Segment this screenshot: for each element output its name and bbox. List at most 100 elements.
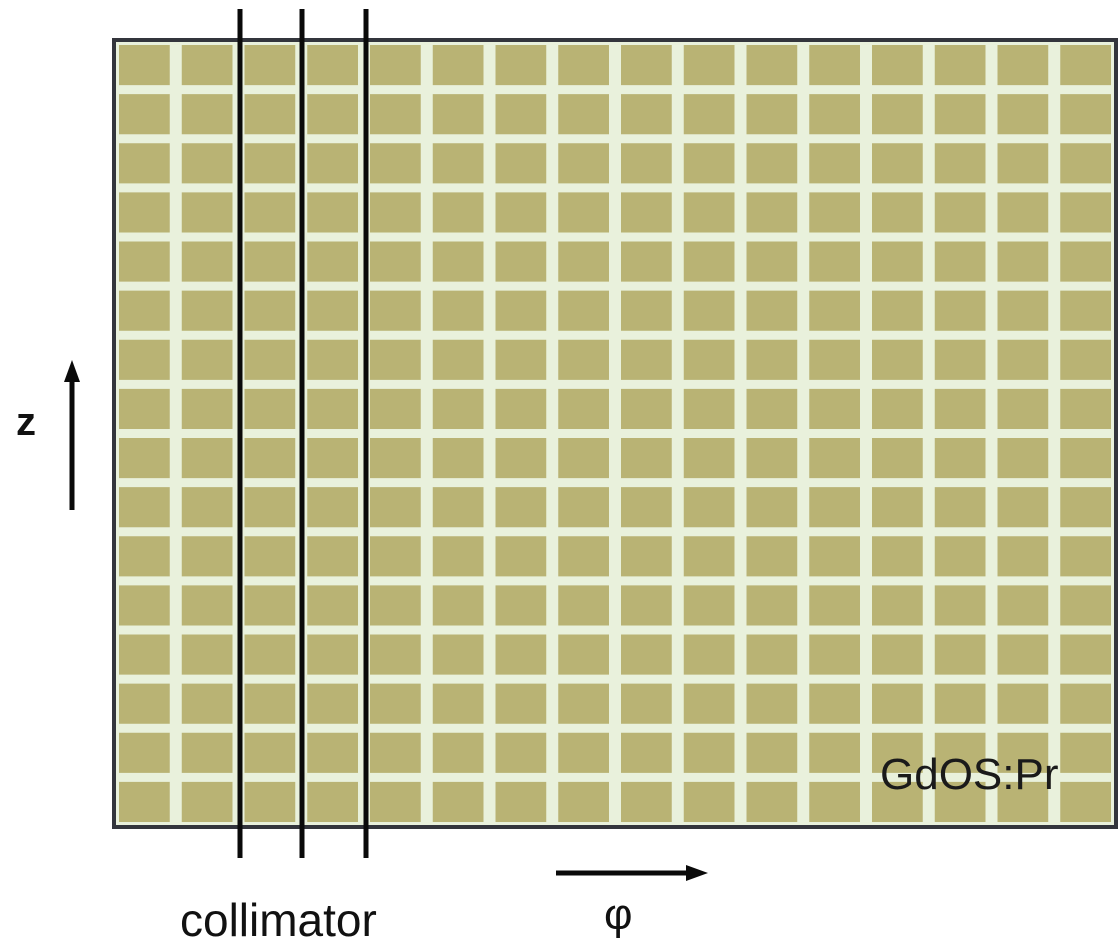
detector-pixel xyxy=(307,683,358,724)
detector-pixel xyxy=(558,438,609,479)
detector-pixel xyxy=(997,781,1049,823)
phi-axis-label: φ xyxy=(604,890,633,939)
detector-pixel xyxy=(181,438,233,479)
material-label: GdOS:Pr xyxy=(880,750,1059,799)
detector-pixel xyxy=(621,339,672,380)
detector-pixel xyxy=(997,634,1049,675)
detector-pixel xyxy=(934,192,986,233)
detector-pixel xyxy=(432,487,484,528)
detector-pixel xyxy=(495,94,547,135)
detector-pixel xyxy=(370,45,421,86)
detector-pixel xyxy=(1060,536,1111,577)
detector-pixel xyxy=(244,290,296,331)
detector-pixel xyxy=(181,732,233,773)
detector-pixel xyxy=(307,143,358,184)
detector-pixel xyxy=(809,732,860,773)
detector-pixel xyxy=(495,438,547,479)
detector-pixel xyxy=(307,45,358,86)
detector-pixel xyxy=(621,585,672,626)
detector-pixel xyxy=(558,732,609,773)
detector-pixel xyxy=(244,781,296,823)
detector-pixel xyxy=(621,143,672,184)
detector-pixel xyxy=(181,192,233,233)
detector-pixel xyxy=(244,241,296,282)
detector-pixel xyxy=(746,143,798,184)
detector-pixel xyxy=(621,732,672,773)
detector-pixel xyxy=(746,388,798,430)
detector-pixel xyxy=(746,634,798,675)
detector-pixel xyxy=(683,143,735,184)
detector-pixel xyxy=(683,388,735,430)
detector-pixel xyxy=(997,339,1049,380)
detector-pixel xyxy=(683,192,735,233)
detector-pixel xyxy=(872,290,923,331)
detector-pixel xyxy=(997,45,1049,86)
detector-pixel xyxy=(432,241,484,282)
detector-pixel xyxy=(746,683,798,724)
detector-pixel xyxy=(181,536,233,577)
detector-pixel xyxy=(558,536,609,577)
detector-pixel xyxy=(809,487,860,528)
detector-pixel xyxy=(370,143,421,184)
detector-pixel xyxy=(683,487,735,528)
detector-pixel xyxy=(683,634,735,675)
detector-pixel xyxy=(370,94,421,135)
detector-pixel xyxy=(558,634,609,675)
detector-pixel xyxy=(432,683,484,724)
detector-pixel xyxy=(934,683,986,724)
detector-pixel xyxy=(621,192,672,233)
detector-pixel xyxy=(119,585,170,626)
detector-pixel xyxy=(872,634,923,675)
detector-pixel xyxy=(621,487,672,528)
detector-pixel xyxy=(181,143,233,184)
detector-pixel xyxy=(746,732,798,773)
detector-pixel xyxy=(934,732,986,773)
detector-pixel xyxy=(872,143,923,184)
collimator-lines xyxy=(237,9,369,858)
detector-pixel xyxy=(181,339,233,380)
detector-pixel xyxy=(872,241,923,282)
detector-pixel xyxy=(370,290,421,331)
detector-pixel xyxy=(119,487,170,528)
detector-pixel xyxy=(432,438,484,479)
detector-pixel xyxy=(872,781,923,823)
detector-pixel xyxy=(244,94,296,135)
detector-pixel xyxy=(370,585,421,626)
detector-pixel xyxy=(872,45,923,86)
detector-pixel xyxy=(1060,487,1111,528)
detector-pixel xyxy=(119,683,170,724)
detector-pixel xyxy=(683,290,735,331)
detector-pixel xyxy=(809,438,860,479)
detector-pixel xyxy=(621,45,672,86)
detector-pixel xyxy=(1060,634,1111,675)
detector-pixel xyxy=(683,438,735,479)
detector-pixel xyxy=(495,388,547,430)
detector-pixel xyxy=(872,388,923,430)
detector-pixel xyxy=(370,536,421,577)
detector-pixel xyxy=(307,781,358,823)
detector-pixel xyxy=(307,487,358,528)
detector-pixel xyxy=(119,781,170,823)
detector-pixel xyxy=(872,487,923,528)
detector-pixel xyxy=(997,438,1049,479)
detector-pixel xyxy=(809,94,860,135)
detector-pixel xyxy=(997,536,1049,577)
detector-pixel xyxy=(307,438,358,479)
detector-pixel xyxy=(997,585,1049,626)
detector-pixel xyxy=(181,585,233,626)
detector-pixel xyxy=(558,683,609,724)
collimator-label: collimator xyxy=(180,894,377,946)
detector-pixel xyxy=(621,781,672,823)
detector-pixel xyxy=(809,143,860,184)
detector-pixel xyxy=(872,94,923,135)
detector-pixel xyxy=(997,241,1049,282)
detector-pixel xyxy=(621,683,672,724)
detector-pixel xyxy=(181,388,233,430)
detector-pixel xyxy=(244,45,296,86)
detector-pixel xyxy=(934,781,986,823)
detector-pixel xyxy=(370,339,421,380)
detector-pixel xyxy=(746,438,798,479)
detector-pixel xyxy=(558,388,609,430)
detector-pixel xyxy=(1060,192,1111,233)
detector-pixel xyxy=(809,683,860,724)
